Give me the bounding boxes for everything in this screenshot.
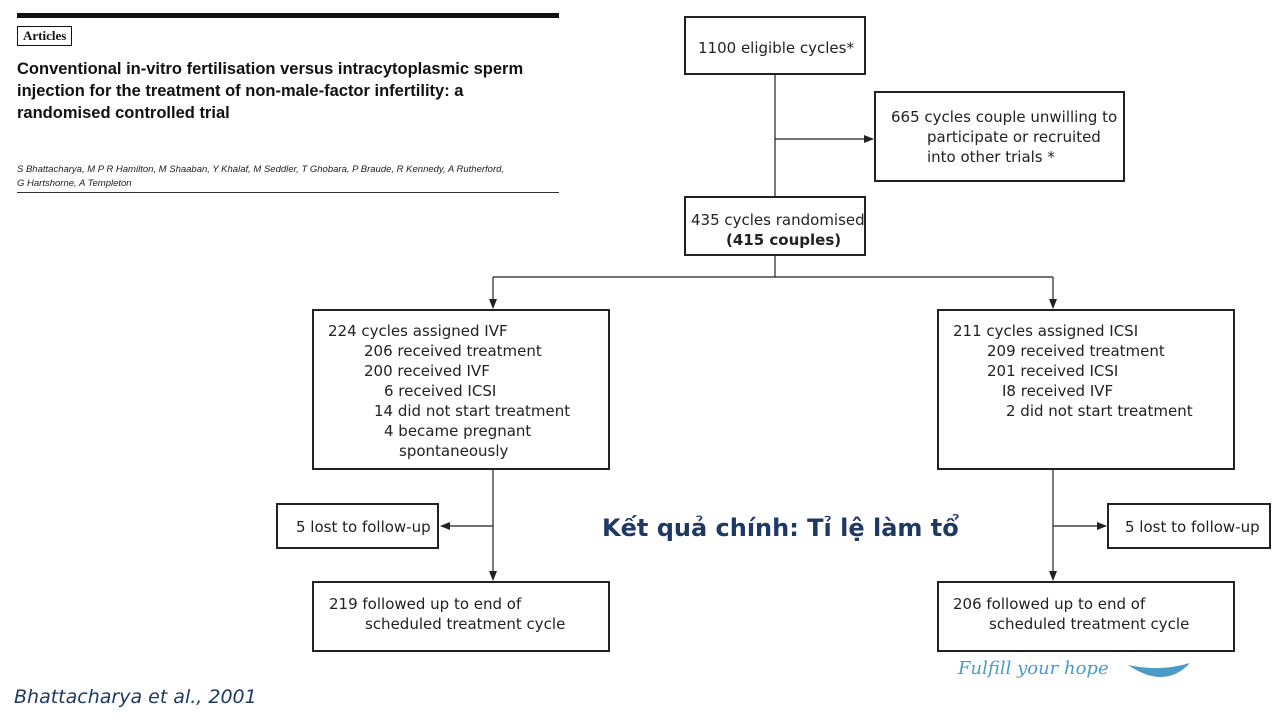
box-line: 211 cycles assigned ICSI <box>953 322 1139 340</box>
box-icsi-followed: 206 followed up to end of scheduled trea… <box>937 581 1235 652</box>
title-line: randomised controlled trial <box>17 104 230 122</box>
brand-tagline: Fulfill your hope <box>958 658 1109 679</box>
box-line: 201 received ICSI <box>987 362 1119 380</box>
box-line: 209 received treatment <box>987 342 1165 360</box>
box-ivf-arm: 224 cycles assigned IVF 206 received tre… <box>312 309 610 470</box>
box-line: 224 cycles assigned IVF <box>328 322 508 340</box>
box-line: 5 lost to follow-up <box>1125 518 1260 536</box>
box-excluded: 665 cycles couple unwilling to participa… <box>874 91 1125 182</box>
box-line: (415 couples) <box>726 231 842 249</box>
main-outcome-label: Kết quả chính: Tỉ lệ làm tổ <box>602 514 959 542</box>
box-line: 665 cycles couple unwilling to <box>891 108 1118 126</box>
box-line: 435 cycles randomised <box>691 211 865 229</box>
box-ivf-lost: 5 lost to follow-up <box>276 503 439 549</box>
box-line: 5 lost to follow-up <box>296 518 431 536</box>
citation: Bhattacharya et al., 2001 <box>14 686 257 708</box>
box-randomised: 435 cycles randomised (415 couples) <box>684 196 866 256</box>
section-tag: Articles <box>17 26 73 46</box>
box-icsi-lost: 5 lost to follow-up <box>1107 503 1271 549</box>
box-line: into other trials * <box>927 148 1055 166</box>
box-line: I8 received IVF <box>1002 382 1114 400</box>
logo-swoosh <box>1128 663 1190 678</box>
box-line: participate or recruited <box>927 128 1101 146</box>
box-line: 200 received IVF <box>364 362 490 380</box>
paper-authors: S Bhattacharya, M P R Hamilton, M Shaaba… <box>17 163 562 191</box>
box-line: 219 followed up to end of <box>329 595 522 613</box>
box-line: 6 received ICSI <box>384 382 497 400</box>
box-line: 1100 eligible cycles* <box>698 39 854 57</box>
box-line: scheduled treatment cycle <box>365 615 566 633</box>
box-line: spontaneously <box>399 442 509 460</box>
title-line: injection for the treatment of non-male-… <box>17 82 464 100</box>
box-line: 14 did not start treatment <box>374 402 571 420</box>
box-line: 206 followed up to end of <box>953 595 1146 613</box>
box-ivf-followed: 219 followed up to end of scheduled trea… <box>312 581 610 652</box>
authors-line: G Hartshorne, A Templeton <box>17 178 132 189</box>
box-line: 2 did not start treatment <box>1006 402 1193 420</box>
box-line: scheduled treatment cycle <box>989 615 1190 633</box>
box-line: 206 received treatment <box>364 342 542 360</box>
header-bottom-rule <box>17 192 559 193</box>
box-line: 4 became pregnant <box>384 422 532 440</box>
box-icsi-arm: 211 cycles assigned ICSI 209 received tr… <box>937 309 1235 470</box>
authors-line: S Bhattacharya, M P R Hamilton, M Shaaba… <box>17 164 505 175</box>
paper-title: Conventional in-vitro fertilisation vers… <box>17 58 557 124</box>
box-eligible: 1100 eligible cycles* <box>684 16 866 75</box>
header-top-rule <box>17 13 559 18</box>
title-line: Conventional in-vitro fertilisation vers… <box>17 60 524 78</box>
